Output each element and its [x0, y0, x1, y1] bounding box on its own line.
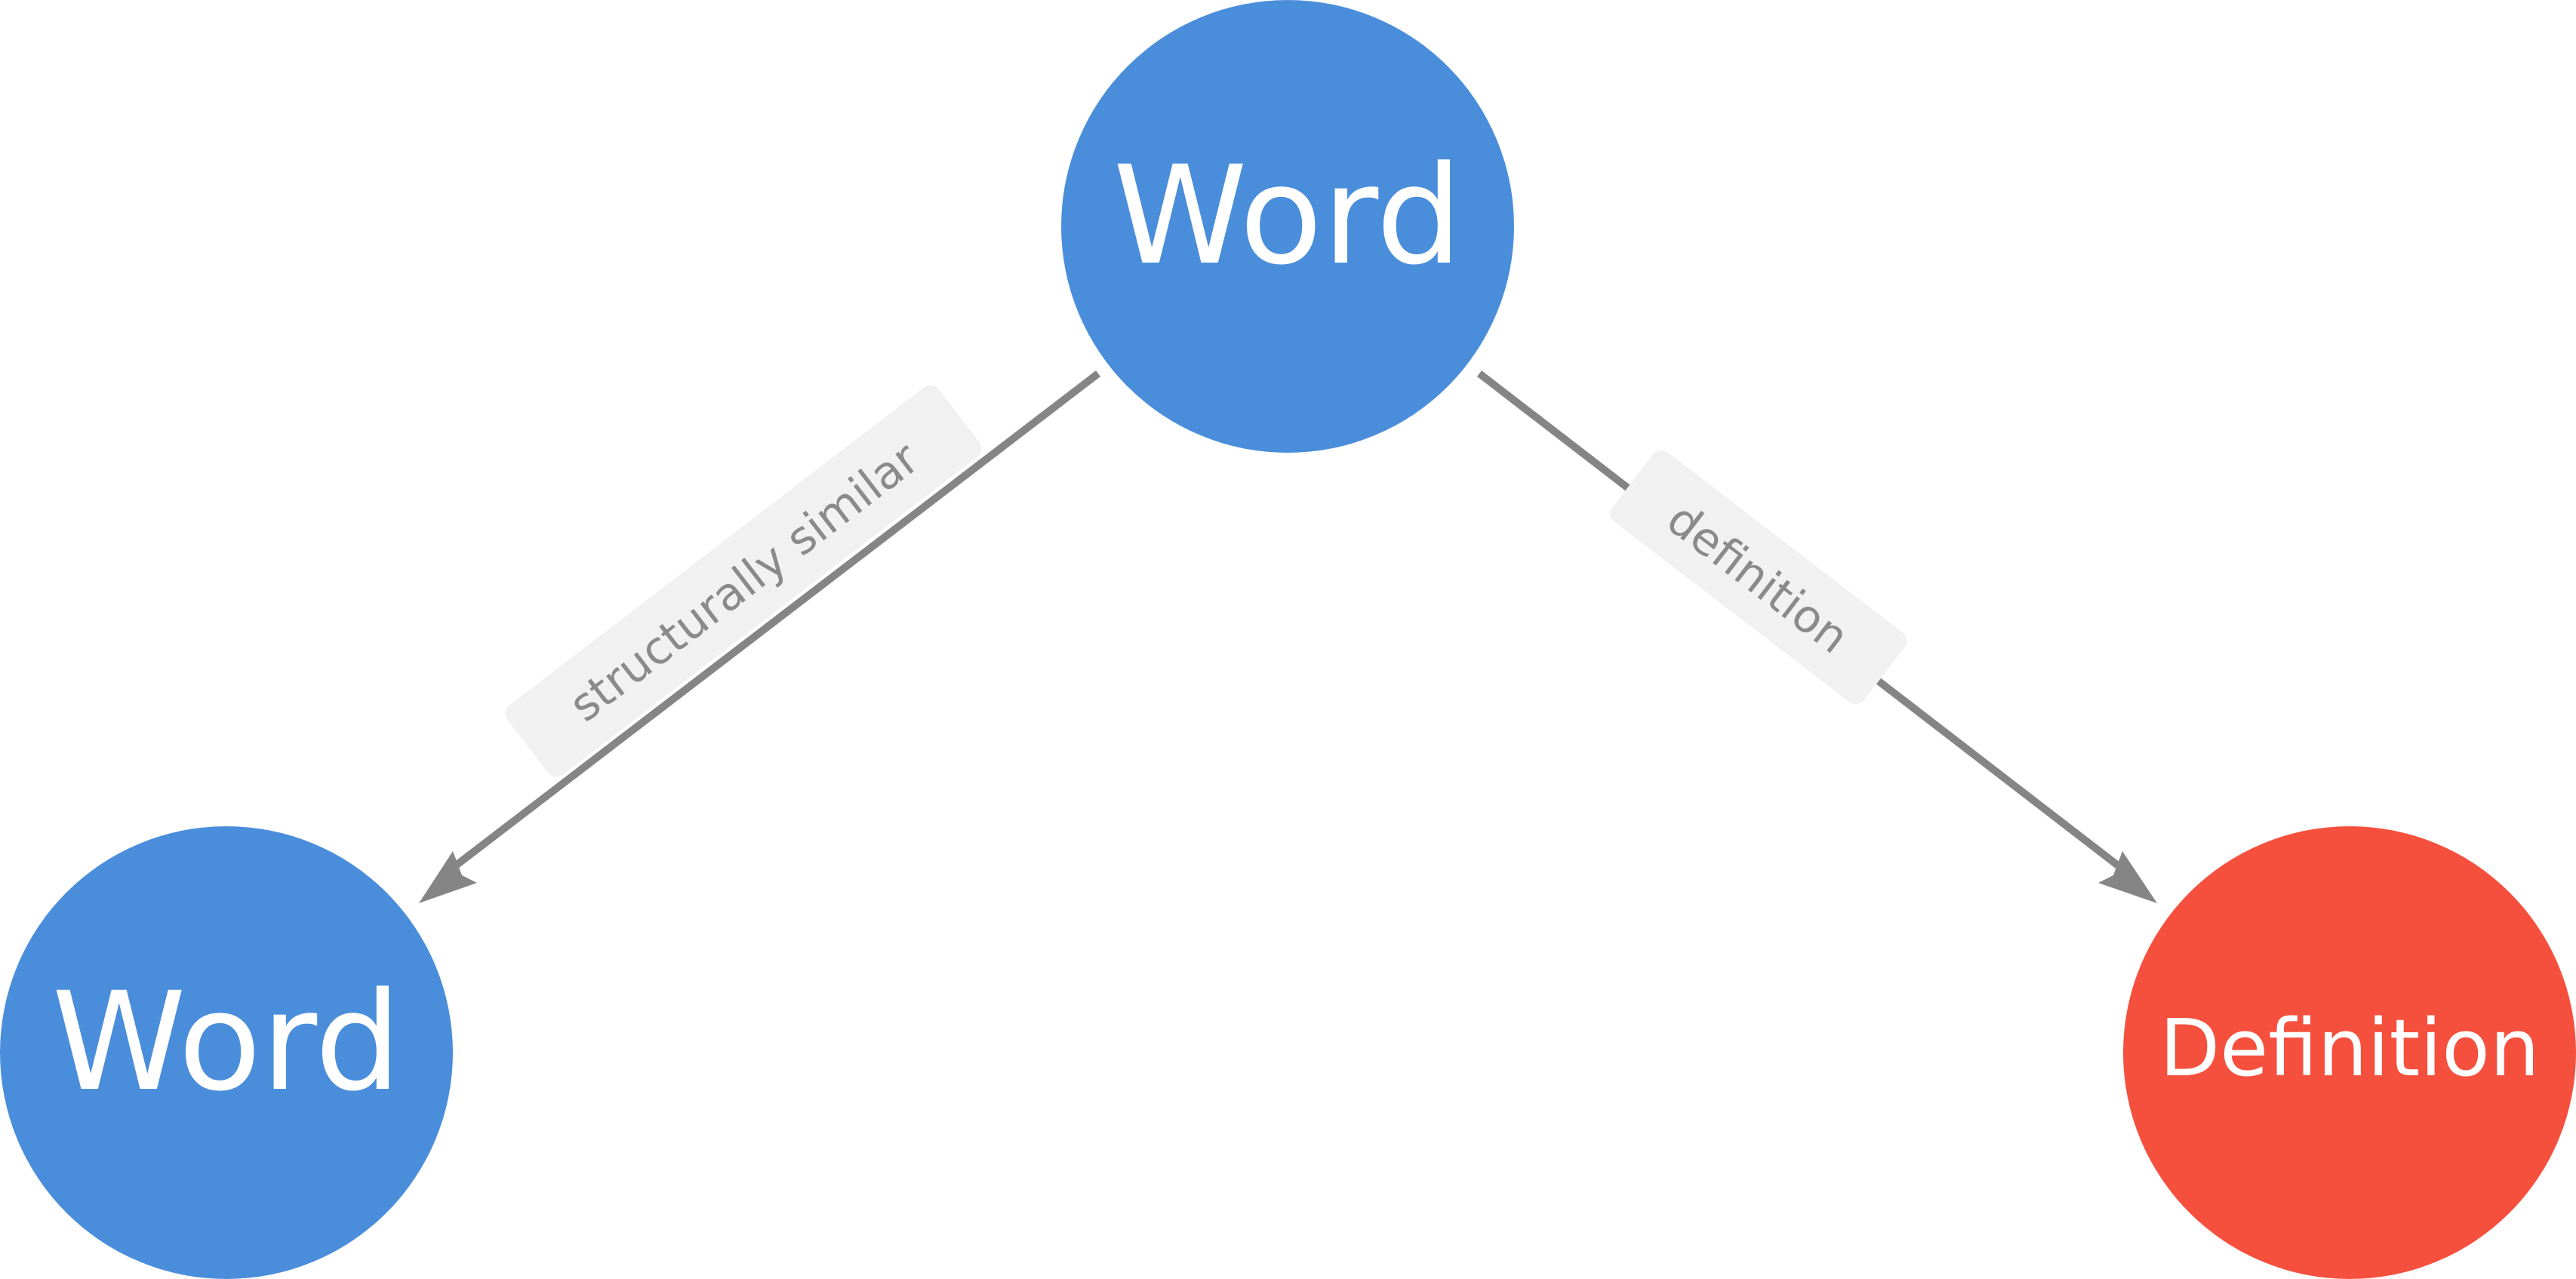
- node-label: Definition: [2159, 1002, 2540, 1094]
- node-definition[interactable]: Definition: [2123, 826, 2576, 1279]
- arrowhead-icon: [419, 851, 477, 903]
- edge-structurally-similar[interactable]: structurally similar: [419, 370, 1101, 903]
- edge-label-box: structurally similar: [505, 385, 982, 777]
- node-label: Word: [52, 964, 402, 1121]
- node-circle: [2123, 826, 2576, 1279]
- arrowhead-icon: [2098, 851, 2157, 903]
- node-circle: [1061, 0, 1514, 453]
- edge-label-box: definition: [1610, 450, 1907, 705]
- node-label: Word: [1113, 137, 1463, 295]
- edge-label-structurally-similar: structurally similar: [560, 432, 929, 732]
- node-word-left[interactable]: Word: [0, 826, 453, 1279]
- node-word-top[interactable]: Word: [1061, 0, 1514, 453]
- node-circle: [0, 826, 453, 1279]
- edge-definition[interactable]: definition: [1476, 370, 2157, 903]
